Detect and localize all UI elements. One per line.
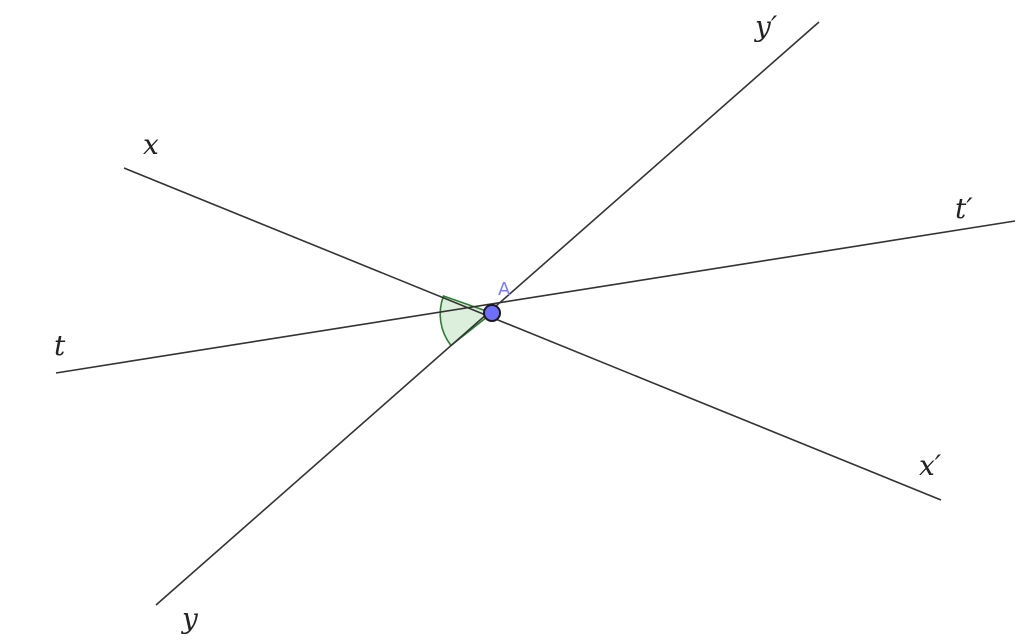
point-a[interactable]: [483, 304, 501, 322]
label-t-prime: t′: [955, 192, 973, 225]
label-t: t: [54, 329, 66, 362]
label-x-prime: x′: [919, 449, 942, 482]
label-y: y: [180, 602, 199, 635]
line-x-xprime: [123, 167, 942, 501]
line-t-tprime: [55, 220, 1016, 374]
angle-xay-marker: [439, 294, 494, 347]
label-x: x: [143, 128, 159, 161]
label-y-prime: y′: [753, 10, 778, 43]
point-a-label: A: [498, 279, 511, 300]
